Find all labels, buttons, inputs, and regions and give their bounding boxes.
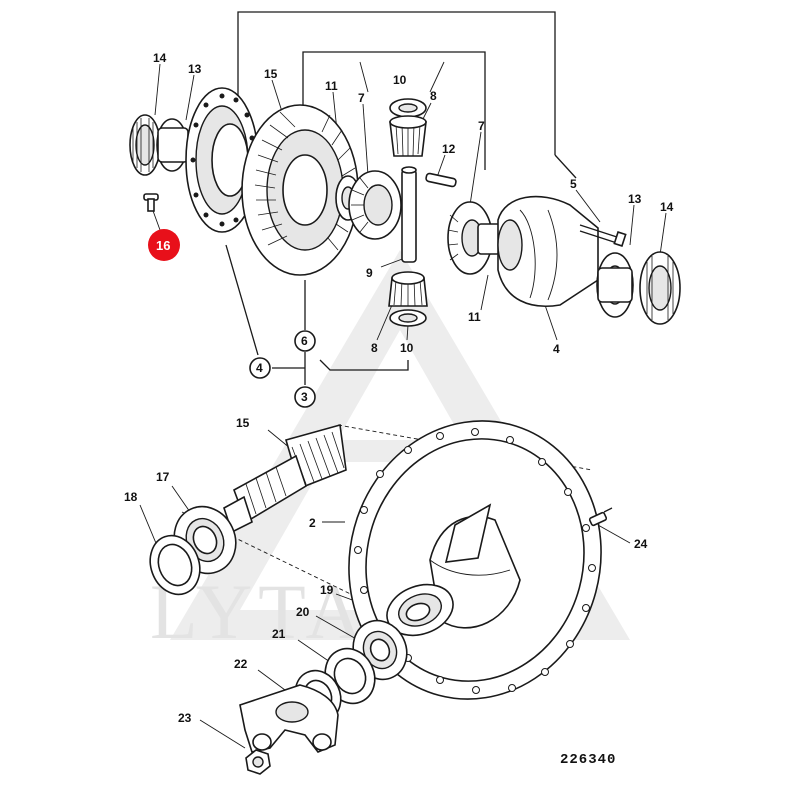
axle-housing-2 (348, 420, 602, 700)
callout-7: 7 (358, 91, 365, 105)
callout-5: 5 (570, 177, 577, 191)
callout-16: 16 (156, 238, 170, 253)
callout-labels: 14 13 15 11 7 10 8 7 12 5 13 14 9 11 4 8… (124, 51, 674, 725)
gear-ring-14-right (639, 251, 681, 325)
bearing-stack-left (129, 114, 189, 176)
callout-6-circled: 6 (301, 334, 308, 348)
side-gear-7-right (447, 201, 501, 275)
pinion-8-bottom (388, 271, 428, 327)
callout-15: 15 (264, 67, 278, 81)
callout-20: 20 (296, 605, 310, 619)
nut-23 (245, 749, 271, 775)
callout-4-circled: 4 (256, 361, 263, 375)
pinion-shaft-15 (223, 423, 347, 534)
callout-8-bottom: 8 (371, 341, 378, 355)
highlight-marker-16 (148, 229, 180, 261)
callout-2: 2 (309, 516, 316, 530)
callout-15-bottom: 15 (236, 416, 250, 430)
bolt-5 (579, 224, 627, 247)
callout-8: 8 (430, 89, 437, 103)
bearing-13-right (596, 252, 634, 318)
diff-case-right-half-4 (497, 195, 599, 307)
drawing-number: 226340 (560, 752, 616, 768)
callout-14-right: 14 (660, 200, 674, 214)
callout-11-right: 11 (468, 310, 481, 324)
planet-gear-7-left (348, 170, 402, 240)
callout-11: 11 (325, 79, 338, 93)
callout-12: 12 (442, 142, 456, 156)
diff-case-left-half (185, 87, 259, 233)
callout-22: 22 (234, 657, 248, 671)
callout-18: 18 (124, 490, 138, 504)
callout-4-right: 4 (553, 342, 560, 356)
callout-3-circled: 3 (301, 390, 308, 404)
callout-10-bottom: 10 (400, 341, 414, 355)
callout-10: 10 (393, 73, 407, 87)
callout-17: 17 (156, 470, 170, 484)
callout-7-right: 7 (478, 119, 485, 133)
crown-wheel-15 (241, 104, 359, 276)
callout-23: 23 (178, 711, 192, 725)
callout-9: 9 (366, 266, 373, 280)
yoke-22 (239, 684, 339, 753)
callout-13: 13 (188, 62, 202, 76)
cross-pin-9 (401, 166, 417, 263)
callout-19: 19 (320, 583, 334, 597)
breather-24 (588, 507, 613, 527)
callout-21: 21 (272, 627, 286, 641)
pinion-8-top (389, 98, 427, 157)
callout-24: 24 (634, 537, 648, 551)
bolt-16 (143, 193, 159, 212)
roll-pin-12 (425, 172, 457, 188)
shim-18 (149, 534, 201, 596)
callout-14: 14 (153, 51, 167, 65)
callout-13-right: 13 (628, 192, 642, 206)
